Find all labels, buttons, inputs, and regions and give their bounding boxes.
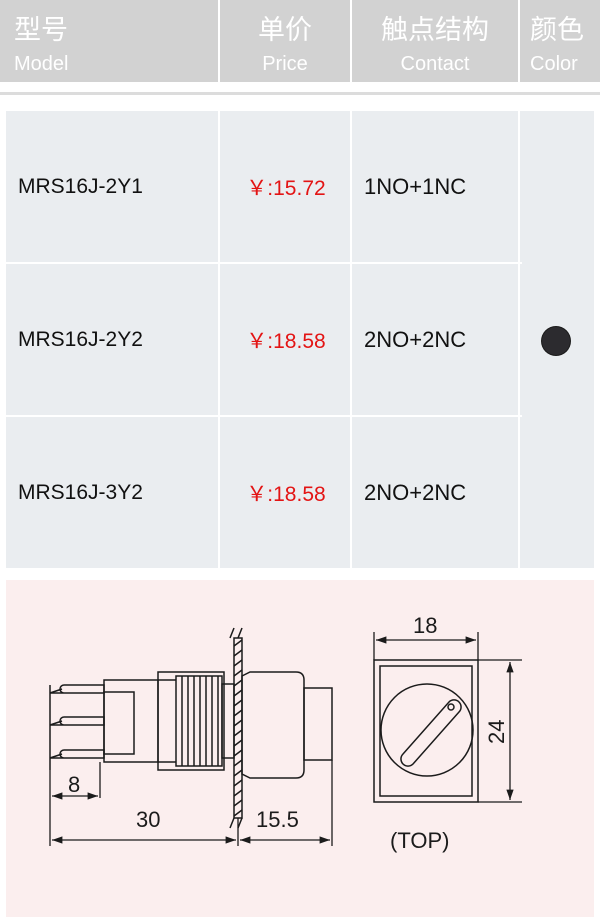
- contact-cell: 2NO+2NC: [364, 326, 467, 352]
- dim-24-label: 24: [484, 720, 509, 744]
- header-contact: 触点结构 Contact: [352, 0, 518, 82]
- header-price-en: Price: [262, 53, 308, 75]
- header-price-zh: 单价: [258, 15, 312, 45]
- switch-drawing-svg: 8 30 15.5 18 24 (TOP): [49, 613, 522, 853]
- switch-base: [103, 671, 225, 771]
- table-header: 型号 Model 单价 Price 触点结构 Contact 颜色 Color: [0, 0, 600, 82]
- column-divider: [218, 111, 220, 568]
- row-divider: [6, 415, 522, 417]
- header-underline: [0, 92, 600, 95]
- header-divider: [518, 0, 520, 82]
- header-contact-zh: 触点结构: [381, 15, 489, 45]
- ribbed-collar: [181, 676, 235, 766]
- header-color-en: Color: [530, 53, 578, 75]
- color-swatch-black: [542, 327, 570, 355]
- header-color-zh: 颜色: [530, 15, 584, 45]
- contact-cell: 2NO+2NC: [364, 479, 467, 505]
- table-row: MRS16J-3Y2 ￥:18.58 2NO+2NC: [6, 417, 524, 568]
- product-table: MRS16J-2Y1 ￥:15.72 1NO+1NC MRS16J-2Y2 ￥:…: [6, 111, 594, 568]
- mounting-panel: [229, 627, 243, 829]
- price-cell: ￥:18.58: [246, 329, 326, 353]
- front-bezel: [241, 671, 333, 779]
- model-cell: MRS16J-2Y2: [18, 327, 143, 351]
- header-divider: [350, 0, 352, 82]
- row-divider: [6, 262, 522, 264]
- header-model-en: Model: [14, 53, 69, 75]
- dimension-lines: [49, 632, 522, 846]
- dim-15-5-label: 15.5: [256, 807, 299, 832]
- header-contact-en: Contact: [400, 53, 470, 75]
- header-model-zh: 型号: [14, 15, 68, 45]
- dim-30-label: 30: [136, 807, 160, 832]
- column-divider: [350, 111, 352, 568]
- dimension-drawing: 8 30 15.5 18 24 (TOP): [6, 580, 594, 917]
- header-color: 颜色 Color: [520, 0, 600, 82]
- model-cell: MRS16J-3Y2: [18, 480, 143, 504]
- column-divider: [518, 111, 520, 568]
- header-model: 型号 Model: [0, 0, 218, 82]
- terminal-pins: [49, 684, 105, 770]
- top-view-label: (TOP): [390, 828, 449, 853]
- model-cell: MRS16J-2Y1: [18, 174, 143, 198]
- dim-18-label: 18: [413, 613, 437, 638]
- price-cell: ￥:18.58: [246, 482, 326, 506]
- price-cell: ￥:15.72: [246, 176, 326, 200]
- header-price: 单价 Price: [220, 0, 350, 82]
- dim-8-label: 8: [68, 772, 80, 797]
- top-view: [373, 659, 479, 803]
- table-row: MRS16J-2Y1 ￥:15.72 1NO+1NC: [6, 111, 524, 262]
- table-row: MRS16J-2Y2 ￥:18.58 2NO+2NC: [6, 264, 524, 415]
- contact-cell: 1NO+1NC: [364, 173, 467, 199]
- header-divider: [218, 0, 220, 82]
